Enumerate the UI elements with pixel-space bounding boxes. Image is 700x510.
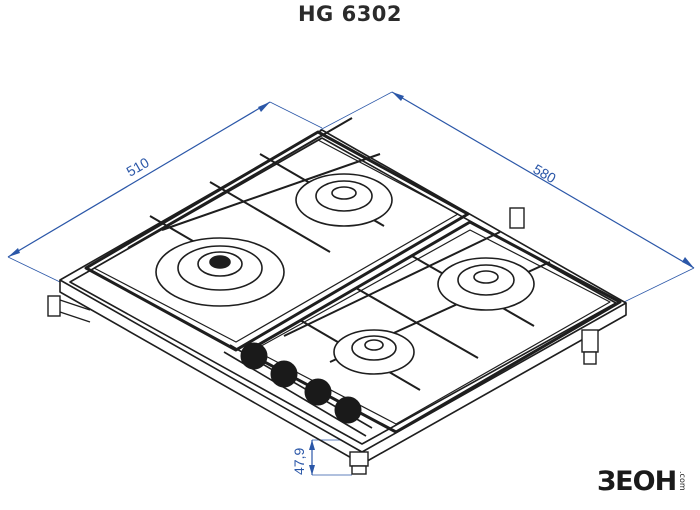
brand-name: ЗЕОН <box>597 465 677 497</box>
dimension-depth-label: 510 <box>124 154 152 180</box>
knob-4 <box>334 396 362 424</box>
burner-large <box>155 237 285 307</box>
knob-2 <box>270 360 298 388</box>
dimension-width-label: 580 <box>531 161 559 187</box>
brand-logo: ЗЕОН .com <box>597 465 688 497</box>
control-knobs <box>240 342 362 424</box>
dimension-arrows <box>8 92 694 475</box>
model-title: HG 6302 <box>297 2 403 26</box>
brand-domain: .com <box>678 471 688 491</box>
burner-back <box>295 173 393 227</box>
dimension-height-label: 47,9 <box>291 448 307 475</box>
knob-3 <box>304 378 332 406</box>
knob-1 <box>240 342 268 370</box>
burner-right <box>437 257 535 311</box>
gas-fittings <box>47 207 599 475</box>
burner-small <box>333 329 415 375</box>
